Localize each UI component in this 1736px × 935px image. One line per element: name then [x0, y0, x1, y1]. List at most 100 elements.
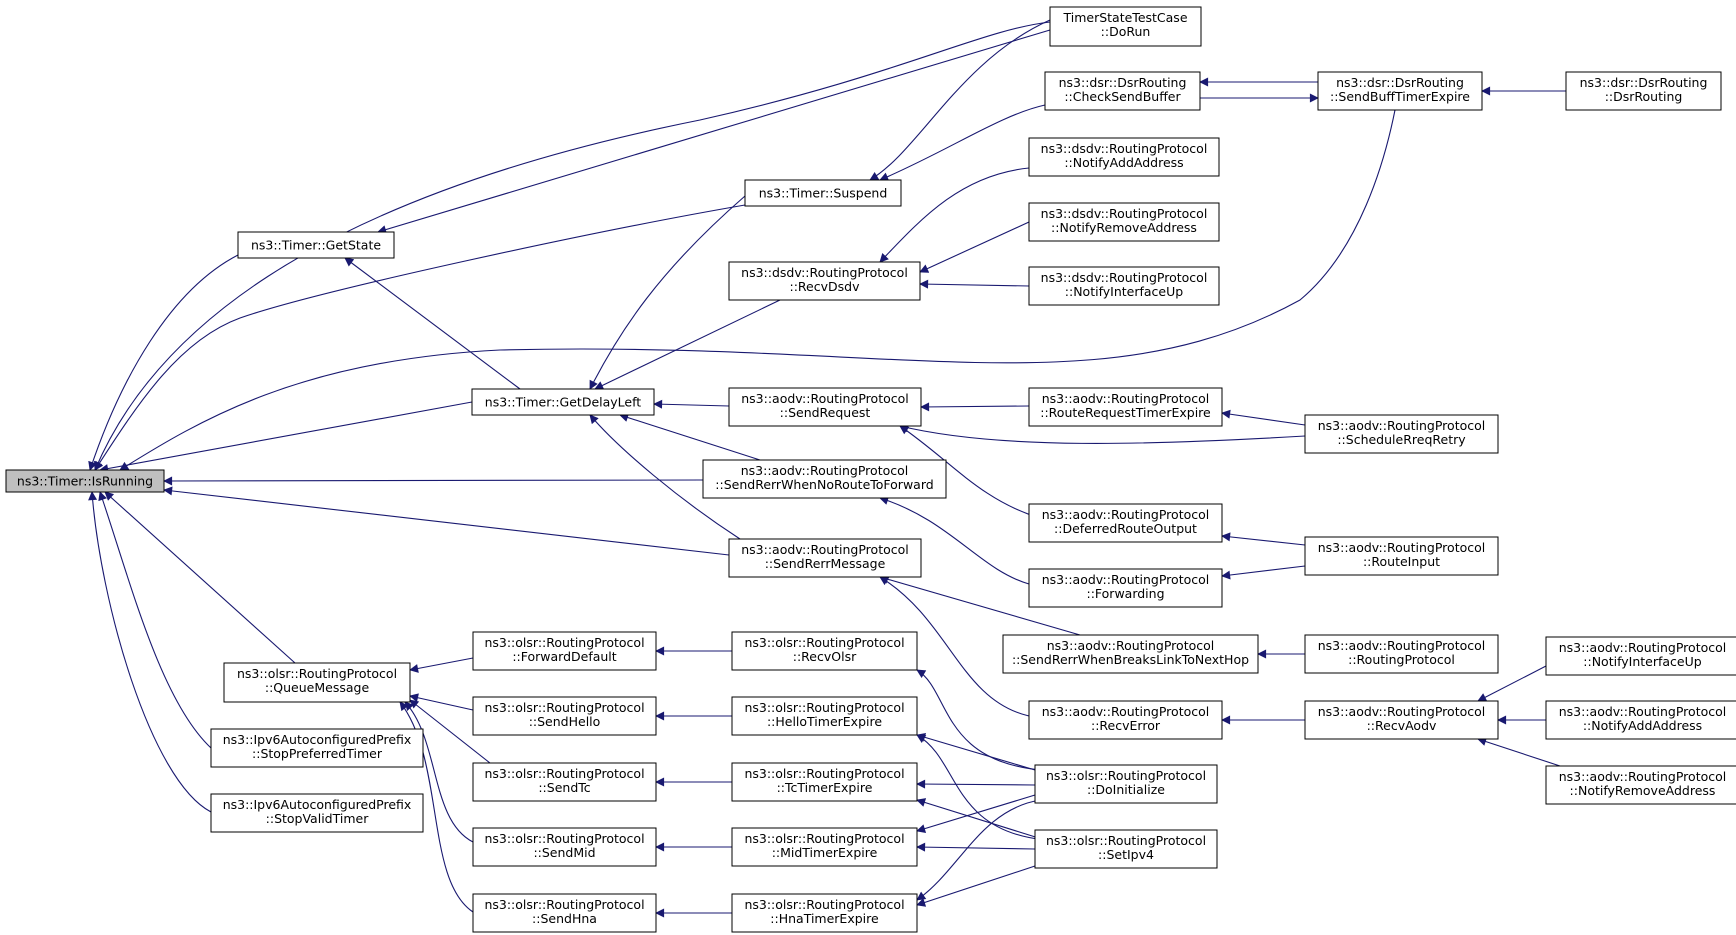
- node-olsr_queuemessage[interactable]: ns3::olsr::RoutingProtocol::QueueMessage: [223, 662, 411, 703]
- node-box-olsr_hnatimerexpire[interactable]: [731, 893, 918, 933]
- node-box-aodv_sendrerrwhennoroutetoforward[interactable]: [702, 459, 947, 499]
- node-box-aodv_routeinput[interactable]: [1304, 536, 1499, 576]
- node-aodv_notifyinterfaceup[interactable]: ns3::aodv::RoutingProtocol::NotifyInterf…: [1545, 636, 1736, 676]
- node-olsr_tctimerexpire[interactable]: ns3::olsr::RoutingProtocol::TcTimerExpir…: [731, 762, 918, 802]
- node-isrunning[interactable]: ns3::Timer::IsRunning: [5, 469, 165, 493]
- node-box-aodv_sendrequest[interactable]: [728, 387, 922, 427]
- node-box-olsr_doinitialize[interactable]: [1034, 764, 1218, 804]
- node-dsdv_notifyaddaddress[interactable]: ns3::dsdv::RoutingProtocol::NotifyAddAdd…: [1028, 137, 1220, 177]
- node-label-aodv_sendrequest-line2: ::SendRequest: [780, 405, 871, 420]
- node-aodv_recvaodv[interactable]: ns3::aodv::RoutingProtocol::RecvAodv: [1304, 700, 1499, 740]
- node-box-olsr_setipv4[interactable]: [1034, 829, 1218, 869]
- edge-getstate-to-timerstate_dorun: [377, 29, 1051, 234]
- edge-aodv_sendrerrmessage-to-aodv_sendrerrwhenbreakslinktonexthop: [879, 574, 1081, 636]
- node-olsr_sendhna[interactable]: ns3::olsr::RoutingProtocol::SendHna: [472, 893, 657, 933]
- node-box-olsr_sendhna[interactable]: [472, 893, 657, 933]
- node-label-olsr_hnatimerexpire-line1: ns3::olsr::RoutingProtocol: [744, 897, 904, 912]
- node-olsr_sendtc[interactable]: ns3::olsr::RoutingProtocol::SendTc: [472, 762, 657, 802]
- node-box-aodv_notifyinterfaceup[interactable]: [1545, 636, 1736, 676]
- edge-getdelayleft-to-aodv_sendrerrwhennoroutetoforward: [619, 413, 761, 461]
- edge-isrunning-to-suspend: [94, 204, 746, 471]
- edge-olsr_hellotimerexpire-to-olsr_doinitialize: [916, 732, 1036, 771]
- node-box-dsr_dsrrouting[interactable]: [1565, 71, 1722, 111]
- node-timerstate_dorun[interactable]: TimerStateTestCase::DoRun: [1049, 6, 1202, 47]
- node-suspend[interactable]: ns3::Timer::Suspend: [744, 179, 902, 207]
- node-box-olsr_sendmid[interactable]: [472, 827, 657, 867]
- node-olsr_hellotimerexpire[interactable]: ns3::olsr::RoutingProtocol::HelloTimerEx…: [731, 696, 918, 736]
- node-label-getstate-line1: ns3::Timer::GetState: [251, 238, 381, 253]
- node-dsdv_notifyinterfaceup[interactable]: ns3::dsdv::RoutingProtocol::NotifyInterf…: [1028, 266, 1220, 306]
- node-label-olsr_doinitialize-line2: ::DoInitialize: [1087, 782, 1165, 797]
- node-box-aodv_notifyaddaddress[interactable]: [1545, 700, 1736, 740]
- node-box-dsdv_recvdsdv[interactable]: [728, 261, 921, 301]
- node-box-olsr_midtimerexpire[interactable]: [731, 827, 918, 867]
- node-box-olsr_sendtc[interactable]: [472, 762, 657, 802]
- node-box-aodv_recverror[interactable]: [1028, 700, 1223, 740]
- node-aodv_sendrerrwhenbreakslinktonexthop[interactable]: ns3::aodv::RoutingProtocol::SendRerrWhen…: [1002, 634, 1259, 674]
- node-getstate[interactable]: ns3::Timer::GetState: [237, 231, 395, 259]
- node-box-aodv_forwarding[interactable]: [1028, 568, 1223, 608]
- node-box-olsr_recvolsr[interactable]: [731, 631, 918, 671]
- node-aodv_notifyaddaddress[interactable]: ns3::aodv::RoutingProtocol::NotifyAddAdd…: [1545, 700, 1736, 740]
- node-aodv_schedulerreqretry[interactable]: ns3::aodv::RoutingProtocol::ScheduleRreq…: [1304, 414, 1499, 454]
- node-dsdv_recvdsdv[interactable]: ns3::dsdv::RoutingProtocol::RecvDsdv: [728, 261, 921, 301]
- node-label-aodv_sendrerrmessage-line1: ns3::aodv::RoutingProtocol: [741, 542, 909, 557]
- node-aodv_routerequesttimerexpire[interactable]: ns3::aodv::RoutingProtocol::RouteRequest…: [1028, 387, 1223, 427]
- edge-getdelayleft-to-dsdv_recvdsdv: [594, 299, 781, 390]
- node-box-aodv_sendrerrmessage[interactable]: [728, 538, 922, 578]
- node-ipv6_stoppreferredtimer[interactable]: ns3::Ipv6AutoconfiguredPrefix::StopPrefe…: [210, 728, 424, 768]
- node-box-ipv6_stopvalidtimer[interactable]: [210, 793, 424, 833]
- node-olsr_setipv4[interactable]: ns3::olsr::RoutingProtocol::SetIpv4: [1034, 829, 1218, 869]
- node-box-olsr_tctimerexpire[interactable]: [731, 762, 918, 802]
- node-box-olsr_queuemessage[interactable]: [223, 662, 411, 703]
- node-dsr_sendbufftimerexpire[interactable]: ns3::dsr::DsrRouting::SendBuffTimerExpir…: [1317, 71, 1483, 111]
- node-aodv_notifyremoveaddress[interactable]: ns3::aodv::RoutingProtocol::NotifyRemove…: [1545, 765, 1736, 805]
- node-olsr_doinitialize[interactable]: ns3::olsr::RoutingProtocol::DoInitialize: [1034, 764, 1218, 804]
- node-box-aodv_sendrerrwhenbreakslinktonexthop[interactable]: [1002, 634, 1259, 674]
- node-box-aodv_recvaodv[interactable]: [1304, 700, 1499, 740]
- node-aodv_sendrerrmessage[interactable]: ns3::aodv::RoutingProtocol::SendRerrMess…: [728, 538, 922, 578]
- node-aodv_sendrequest[interactable]: ns3::aodv::RoutingProtocol::SendRequest: [728, 387, 922, 427]
- node-olsr_sendmid[interactable]: ns3::olsr::RoutingProtocol::SendMid: [472, 827, 657, 867]
- node-ipv6_stopvalidtimer[interactable]: ns3::Ipv6AutoconfiguredPrefix::StopValid…: [210, 793, 424, 833]
- node-box-dsdv_notifyaddaddress[interactable]: [1028, 137, 1220, 177]
- node-label-olsr_recvolsr-line1: ns3::olsr::RoutingProtocol: [744, 635, 904, 650]
- node-olsr_forwarddefault[interactable]: ns3::olsr::RoutingProtocol::ForwardDefau…: [472, 631, 657, 671]
- node-olsr_hnatimerexpire[interactable]: ns3::olsr::RoutingProtocol::HnaTimerExpi…: [731, 893, 918, 933]
- node-aodv_routingprotocol[interactable]: ns3::aodv::RoutingProtocol::RoutingProto…: [1304, 634, 1499, 674]
- node-olsr_recvolsr[interactable]: ns3::olsr::RoutingProtocol::RecvOlsr: [731, 631, 918, 671]
- node-box-aodv_routerequesttimerexpire[interactable]: [1028, 387, 1223, 427]
- node-box-aodv_notifyremoveaddress[interactable]: [1545, 765, 1736, 805]
- node-aodv_deferredrouteoutput[interactable]: ns3::aodv::RoutingProtocol::DeferredRout…: [1028, 503, 1223, 543]
- node-label-olsr_forwarddefault-line1: ns3::olsr::RoutingProtocol: [484, 635, 644, 650]
- node-box-olsr_hellotimerexpire[interactable]: [731, 696, 918, 736]
- node-label-olsr_hellotimerexpire-line1: ns3::olsr::RoutingProtocol: [744, 700, 904, 715]
- node-box-getdelayleft[interactable]: [471, 388, 655, 416]
- node-box-olsr_sendhello[interactable]: [472, 696, 657, 736]
- node-box-timerstate_dorun[interactable]: [1049, 6, 1202, 47]
- node-box-aodv_deferredrouteoutput[interactable]: [1028, 503, 1223, 543]
- node-aodv_sendrerrwhennoroutetoforward[interactable]: ns3::aodv::RoutingProtocol::SendRerrWhen…: [702, 459, 947, 499]
- node-aodv_recverror[interactable]: ns3::aodv::RoutingProtocol::RecvError: [1028, 700, 1223, 740]
- node-olsr_sendhello[interactable]: ns3::olsr::RoutingProtocol::SendHello: [472, 696, 657, 736]
- node-box-dsr_checksendbuffer[interactable]: [1044, 71, 1201, 111]
- node-box-getstate[interactable]: [237, 231, 395, 259]
- node-box-suspend[interactable]: [744, 179, 902, 207]
- node-dsdv_notifyremoveaddress[interactable]: ns3::dsdv::RoutingProtocol::NotifyRemove…: [1028, 202, 1220, 242]
- node-dsr_dsrrouting[interactable]: ns3::dsr::DsrRouting::DsrRouting: [1565, 71, 1722, 111]
- node-aodv_routeinput[interactable]: ns3::aodv::RoutingProtocol::RouteInput: [1304, 536, 1499, 576]
- node-label-timerstate_dorun-line2: ::DoRun: [1101, 24, 1151, 39]
- node-aodv_forwarding[interactable]: ns3::aodv::RoutingProtocol::Forwarding: [1028, 568, 1223, 608]
- node-box-aodv_schedulerreqretry[interactable]: [1304, 414, 1499, 454]
- node-box-aodv_routingprotocol[interactable]: [1304, 634, 1499, 674]
- node-dsr_checksendbuffer[interactable]: ns3::dsr::DsrRouting::CheckSendBuffer: [1044, 71, 1201, 111]
- node-box-dsr_sendbufftimerexpire[interactable]: [1317, 71, 1483, 111]
- node-box-dsdv_notifyinterfaceup[interactable]: [1028, 266, 1220, 306]
- node-label-aodv_sendrerrwhennoroutetoforward-line2: ::SendRerrWhenNoRouteToForward: [715, 477, 933, 492]
- node-box-olsr_forwarddefault[interactable]: [472, 631, 657, 671]
- node-getdelayleft[interactable]: ns3::Timer::GetDelayLeft: [471, 388, 655, 416]
- node-olsr_midtimerexpire[interactable]: ns3::olsr::RoutingProtocol::MidTimerExpi…: [731, 827, 918, 867]
- node-box-dsdv_notifyremoveaddress[interactable]: [1028, 202, 1220, 242]
- node-box-isrunning[interactable]: [5, 469, 165, 493]
- node-box-ipv6_stoppreferredtimer[interactable]: [210, 728, 424, 768]
